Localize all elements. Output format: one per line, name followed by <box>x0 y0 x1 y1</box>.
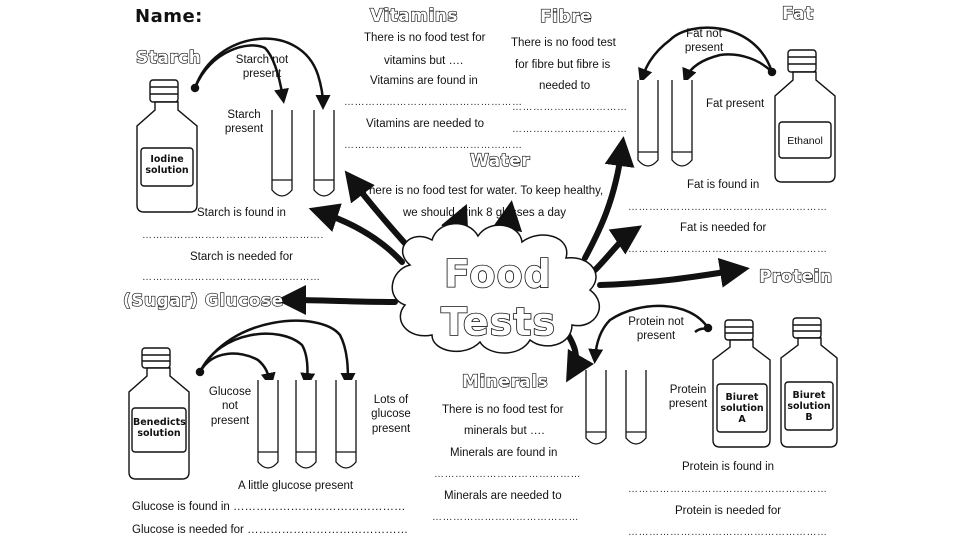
ethanol-bottle <box>774 49 836 183</box>
minerals-line1: There is no food test for <box>442 404 564 416</box>
biuret-b-bottle <box>780 317 838 448</box>
protein-needed-for: Protein is needed for <box>675 505 782 517</box>
biuret-b-label: Biuret solution B <box>787 390 831 423</box>
fat-needed-for-blank: ………………………………………………… <box>628 244 828 255</box>
fat-found-in-blank: ………………………………………………… <box>628 202 828 213</box>
starch-found-in-blank: ……………………………………………. <box>142 230 324 241</box>
water-line1: There is no food test for water. To keep… <box>362 185 604 197</box>
fat-heading: Fat <box>781 3 814 24</box>
water-line2: we should drink 8 glasses a day <box>403 207 567 219</box>
protein-heading: Protein <box>758 266 833 287</box>
benedicts-bottle <box>128 347 190 480</box>
lots-of-glucose-label: Lots of glucose present <box>371 394 411 435</box>
benedicts-label: Benedicts solution <box>133 417 186 439</box>
starch-needed-for: Starch is needed for <box>190 251 293 263</box>
protein-found-in: Protein is found in <box>682 461 775 473</box>
starch-needed-for-blank: …………………………………………… <box>142 272 321 283</box>
minerals-line3: Minerals are found in <box>450 447 558 459</box>
starch-found-in: Starch is found in <box>197 207 286 219</box>
little-glucose-label: A little glucose present <box>238 480 354 492</box>
vitamins-blank2: …………………………………………… <box>344 140 523 151</box>
starch-arrows <box>190 37 331 110</box>
protein-not-present-label: Protein not present <box>628 316 684 343</box>
fibre-blank1: …………………………… <box>512 102 628 113</box>
fibre-line1: There is no food test <box>511 37 616 49</box>
name-label: Name: <box>135 6 203 27</box>
fibre-blank2: …………………………… <box>512 124 628 135</box>
minerals-line2: minerals but …. <box>464 425 545 437</box>
minerals-blank1: …………………………………… <box>434 469 581 480</box>
fat-needed-for: Fat is needed for <box>680 222 767 234</box>
center-title-food: Food <box>443 251 552 297</box>
glucose-not-present-label: Glucose not present <box>208 386 252 427</box>
iodine-bottle <box>136 79 198 213</box>
vitamins-heading: Vitamins <box>369 5 459 26</box>
starch-not-present-label: Starch not present <box>235 54 289 81</box>
glucose-needed-for: Glucose is needed for …………………………………… <box>132 524 409 536</box>
glucose-arrows <box>195 319 356 388</box>
protein-found-in-blank: ………………………………………………… <box>628 484 828 495</box>
fat-arrows <box>638 26 777 84</box>
test-tubes <box>257 80 693 469</box>
fibre-heading: Fibre <box>539 6 593 27</box>
vitamins-line3: Vitamins are found in <box>370 75 478 87</box>
starch-present-label: Starch present <box>224 109 264 136</box>
vitamins-blank1: …………………………………………… <box>344 97 523 108</box>
biuret-a-bottle <box>712 319 771 448</box>
fibre-line2: for fibre but fibre is <box>515 59 611 71</box>
water-heading: Water <box>469 150 531 171</box>
minerals-line4: Minerals are needed to <box>444 490 562 502</box>
iodine-label: Iodine solution <box>145 154 189 176</box>
vitamins-line2: vitamins but …. <box>384 55 464 67</box>
protein-arrows <box>588 304 713 364</box>
minerals-blank2: …………………………………… <box>432 512 579 523</box>
protein-present-label: Protein present <box>668 384 708 411</box>
vitamins-line1: There is no food test for <box>364 32 486 44</box>
fat-not-present-label: Fat not present <box>684 28 724 55</box>
fat-present-label: Fat present <box>706 98 765 110</box>
fat-found-in: Fat is found in <box>687 179 760 191</box>
vitamins-line4: Vitamins are needed to <box>366 118 485 130</box>
minerals-heading: Minerals <box>461 371 549 392</box>
protein-needed-for-blank: ………………………………………………… <box>628 527 828 538</box>
bottles <box>128 49 838 480</box>
biuret-a-label: Biuret solution A <box>720 392 764 425</box>
starch-heading: Starch <box>135 47 202 68</box>
glucose-heading: (Sugar) Glucose <box>122 290 284 311</box>
food-tests-cloud <box>391 222 601 354</box>
center-title-tests: Tests <box>440 299 557 345</box>
glucose-found-in: Glucose is found in ……………………………………… <box>132 501 406 513</box>
ethanol-label: Ethanol <box>787 135 823 147</box>
fibre-line3: needed to <box>539 80 591 92</box>
